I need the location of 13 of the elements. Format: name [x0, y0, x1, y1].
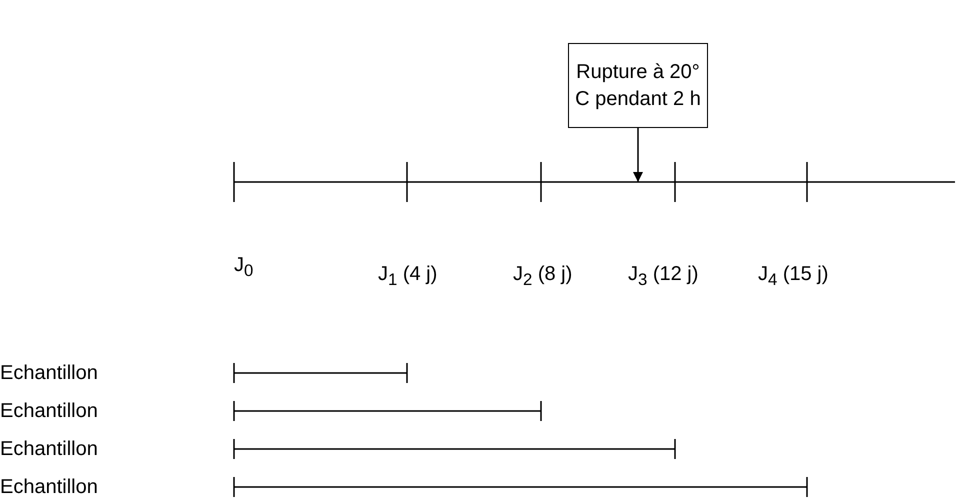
day-label: J$_{4}$ (15 j) [758, 263, 828, 291]
sample-label: Echantillon [0, 362, 98, 384]
note-text: Rupture à 20° C pendant 2 h [574, 60, 702, 112]
day-label: J$_{0}$ [234, 254, 254, 282]
sample-label: Echantillon [0, 438, 98, 460]
day-label: J$_{2}$ (8 j) [513, 263, 572, 291]
day-label: J$_{1}$ (4 j) [378, 263, 438, 291]
timeline-axis [233, 162, 955, 202]
sample-label: Echantillon [0, 400, 98, 422]
day-label: J$_{3}$ (12 j) [628, 263, 698, 291]
sample-label: Echantillon [0, 476, 98, 498]
note-box [568, 43, 708, 128]
arrow [633, 128, 643, 182]
